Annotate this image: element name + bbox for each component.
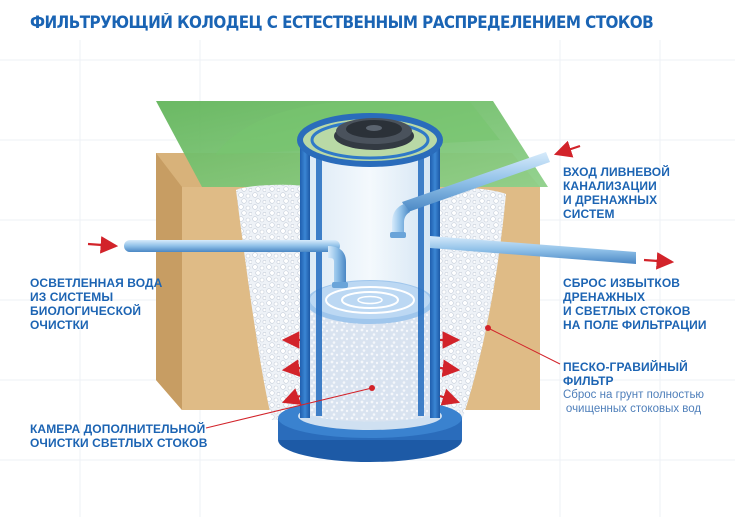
well-shaft (297, 113, 443, 422)
filter-pointer-dot (485, 325, 491, 331)
label-filter: ПЕСКО-ГРАВИЙНЫЙ ФИЛЬТР (563, 360, 688, 388)
flow-arrows (87, 140, 675, 406)
label-overflow: СБРОС ИЗБЫТКОВ ДРЕНАЖНЫХ И СВЕТЛЫХ СТОКО… (563, 276, 707, 332)
pipe-overflow (430, 236, 636, 264)
chamber-pointer-dot (369, 385, 375, 391)
label-filter-note: Сброс на грунт полностью очищенных стоко… (563, 389, 705, 415)
label-chamber: КАМЕРА ДОПОЛНИТЕЛЬНОЙ ОЧИСТКИ СВЕТЛЫХ СТ… (30, 422, 208, 450)
label-inlet: ВХОД ЛИВНЕВОЙ КАНАЛИЗАЦИИ И ДРЕНАЖНЫХ СИ… (563, 165, 670, 221)
pipe-inlet-left (124, 240, 348, 288)
label-clarified-water: ОСВЕТЛЕННАЯ ВОДА ИЗ СИСТЕМЫ БИОЛОГИЧЕСКО… (30, 276, 163, 332)
pipe-inlet-top (390, 152, 550, 238)
page-title: ФИЛЬТРУЮЩИЙ КОЛОДЕЦ С ЕСТЕСТВЕННЫМ РАСПР… (30, 13, 654, 32)
leader-lines (205, 327, 561, 429)
